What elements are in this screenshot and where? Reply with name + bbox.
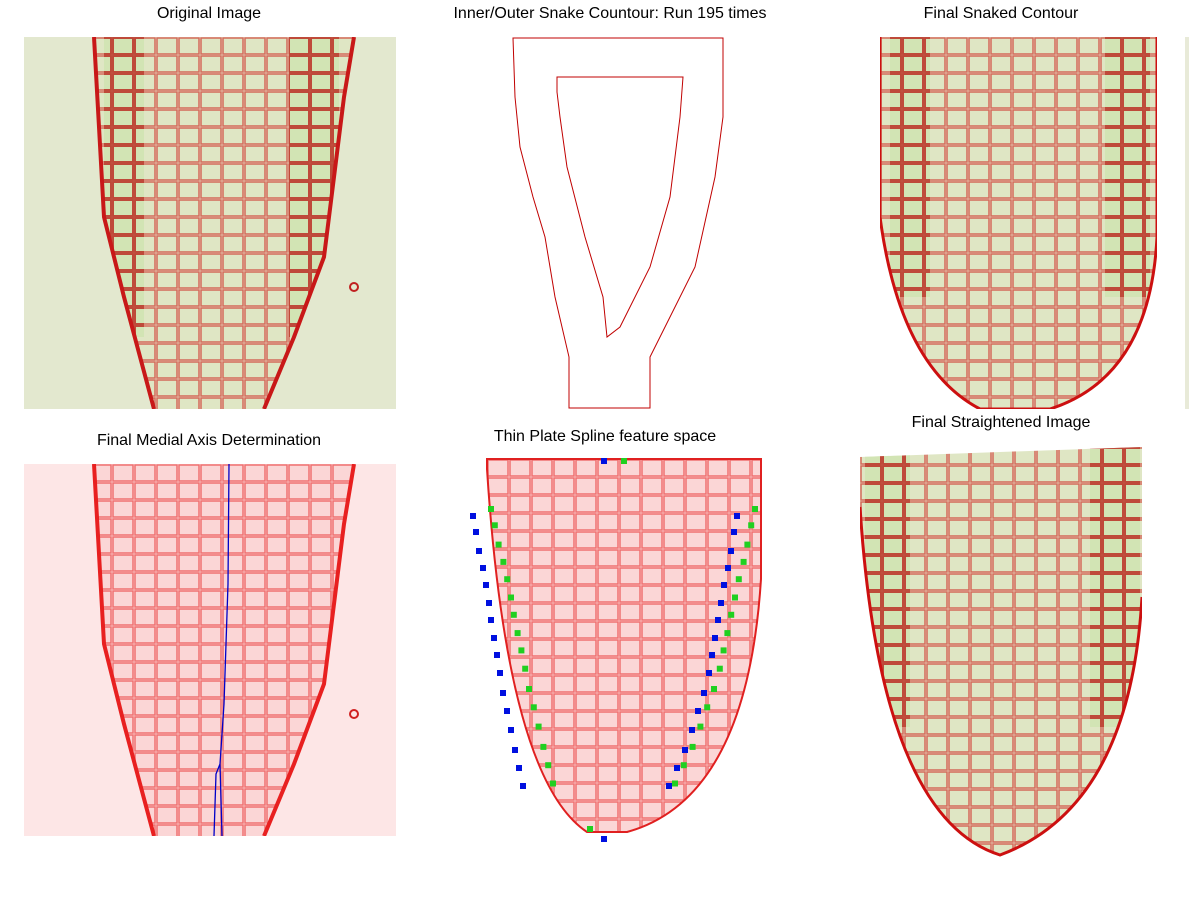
tps-target-point <box>508 594 514 601</box>
tps-target-point <box>514 630 521 637</box>
tps-source-point <box>721 582 727 588</box>
tps-target-point <box>748 522 755 529</box>
tps-target-point <box>500 558 507 565</box>
tps-source-point <box>701 690 707 696</box>
panel-title-snaked: Final Snaked Contour <box>923 5 1079 22</box>
tps-source-point <box>497 670 503 676</box>
tps-source-point <box>500 690 506 696</box>
tps-source-point <box>695 708 701 714</box>
original-image <box>24 37 396 409</box>
image-edge-strip <box>1185 37 1189 409</box>
tps-target-point <box>488 506 494 512</box>
tps-feature-space <box>466 455 766 845</box>
tps-target-point <box>587 826 593 832</box>
tps-source-point <box>483 582 489 588</box>
tps-source-point <box>718 600 724 606</box>
tps-source-point <box>706 670 712 676</box>
tps-source-point <box>504 708 510 714</box>
tps-source-point <box>734 513 740 519</box>
tps-source-point <box>666 783 672 789</box>
tps-target-point <box>711 686 717 692</box>
panel-title-original: Original Image <box>156 5 262 22</box>
tps-source-point <box>480 565 486 571</box>
tps-target-point <box>704 704 711 711</box>
tps-target-point <box>716 665 723 672</box>
tps-source-point <box>520 783 526 789</box>
tps-source-point <box>470 513 476 519</box>
panel-title-straightened: Final Straightened Image <box>911 414 1091 431</box>
tps-source-point <box>473 529 479 535</box>
tps-target-point <box>680 762 687 769</box>
tps-target-point <box>518 647 525 654</box>
tps-source-point <box>731 529 737 535</box>
tps-target-point <box>728 611 735 618</box>
tps-source-point <box>674 765 680 771</box>
tps-target-point <box>526 686 532 692</box>
tps-target-point <box>740 558 747 565</box>
tps-target-point <box>672 780 678 787</box>
tps-target-point <box>545 762 552 769</box>
tps-source-point <box>516 765 522 771</box>
tps-target-point <box>735 576 742 583</box>
tps-target-point <box>752 506 758 512</box>
tps-target-point <box>495 541 502 548</box>
tps-target-point <box>744 541 751 548</box>
medial-axis-image <box>24 464 396 836</box>
inner-contour <box>556 76 684 338</box>
final-snaked-image <box>880 37 1157 409</box>
panel-title-snake: Inner/Outer Snake Countour: Run 195 time… <box>453 5 767 22</box>
tps-source-point <box>682 747 688 753</box>
tps-target-point <box>530 704 537 711</box>
medial-axis-line <box>213 464 230 836</box>
tps-target-point <box>522 665 529 672</box>
tps-target-point <box>540 743 547 750</box>
tps-source-point <box>709 652 715 658</box>
tps-source-point <box>494 652 500 658</box>
tps-source-point <box>512 747 518 753</box>
tps-source-point <box>689 727 695 733</box>
tps-target-point <box>550 780 556 787</box>
tps-target-point <box>697 723 704 730</box>
tps-source-point <box>508 727 514 733</box>
tps-target-point <box>504 576 511 583</box>
straightened-image <box>860 447 1142 857</box>
tps-target-point <box>535 723 542 730</box>
outer-contour <box>512 37 724 409</box>
tps-source-point <box>601 836 607 842</box>
tps-source-point <box>601 458 607 464</box>
tps-target-point <box>732 594 738 601</box>
panel-title-tps: Thin Plate Spline feature space <box>493 428 717 445</box>
tps-source-point <box>476 548 482 554</box>
tps-source-point <box>486 600 492 606</box>
tps-source-point <box>712 635 718 641</box>
tps-target-point <box>724 630 731 637</box>
tps-source-point <box>715 617 721 623</box>
tps-target-point <box>491 522 498 529</box>
tps-target-point <box>720 647 727 654</box>
tps-source-point <box>488 617 494 623</box>
tps-source-point <box>725 565 731 571</box>
tps-source-point <box>491 635 497 641</box>
panel-title-medial: Final Medial Axis Determination <box>96 432 322 449</box>
tps-target-point <box>510 611 517 618</box>
tps-source-point <box>728 548 734 554</box>
snake-contour-plot <box>505 37 735 411</box>
tps-target-point <box>621 458 627 464</box>
tps-target-point <box>689 743 696 750</box>
